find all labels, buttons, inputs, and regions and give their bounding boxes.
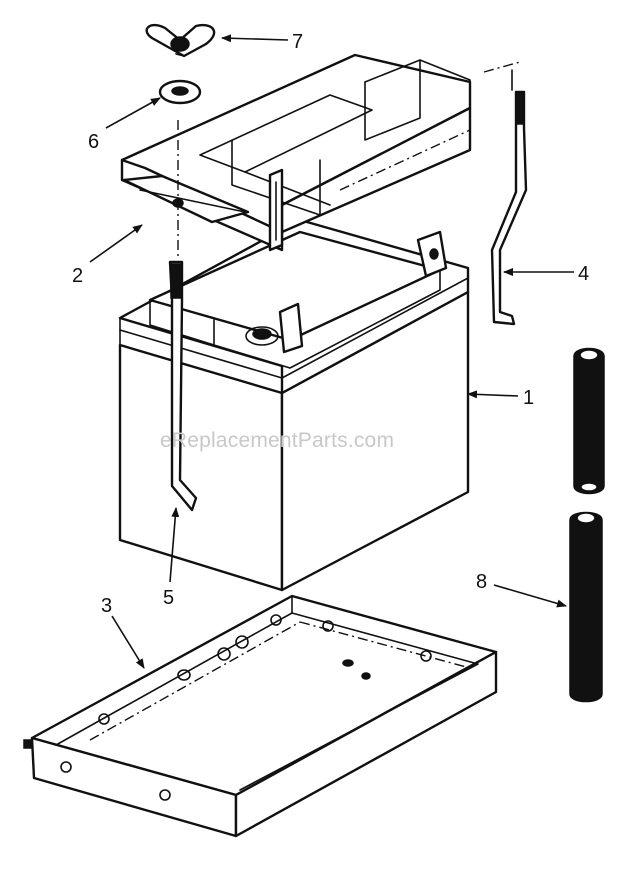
callout-1: 1: [523, 387, 534, 409]
callout-3: 3: [101, 595, 112, 617]
callout-5: 5: [163, 587, 174, 609]
callout-labels: 7 6 2 4 1 5 3 8: [72, 31, 589, 617]
spacer-tubes: [569, 347, 605, 703]
callout-8: 8: [476, 571, 487, 593]
washer: [158, 79, 202, 105]
callout-2: 2: [72, 265, 83, 287]
callout-4: 4: [578, 263, 589, 285]
leader-lines: [89, 34, 574, 669]
battery-tray: [23, 594, 498, 838]
j-bolt-left: [168, 260, 198, 512]
callout-7: 7: [292, 31, 303, 53]
watermark-text: eReplacementParts.com: [160, 429, 394, 452]
battery: [118, 218, 470, 592]
callout-6: 6: [88, 131, 99, 153]
j-bolt-right: [483, 61, 528, 326]
wing-nut: [145, 23, 216, 58]
hold-down-clamp: [120, 53, 472, 260]
